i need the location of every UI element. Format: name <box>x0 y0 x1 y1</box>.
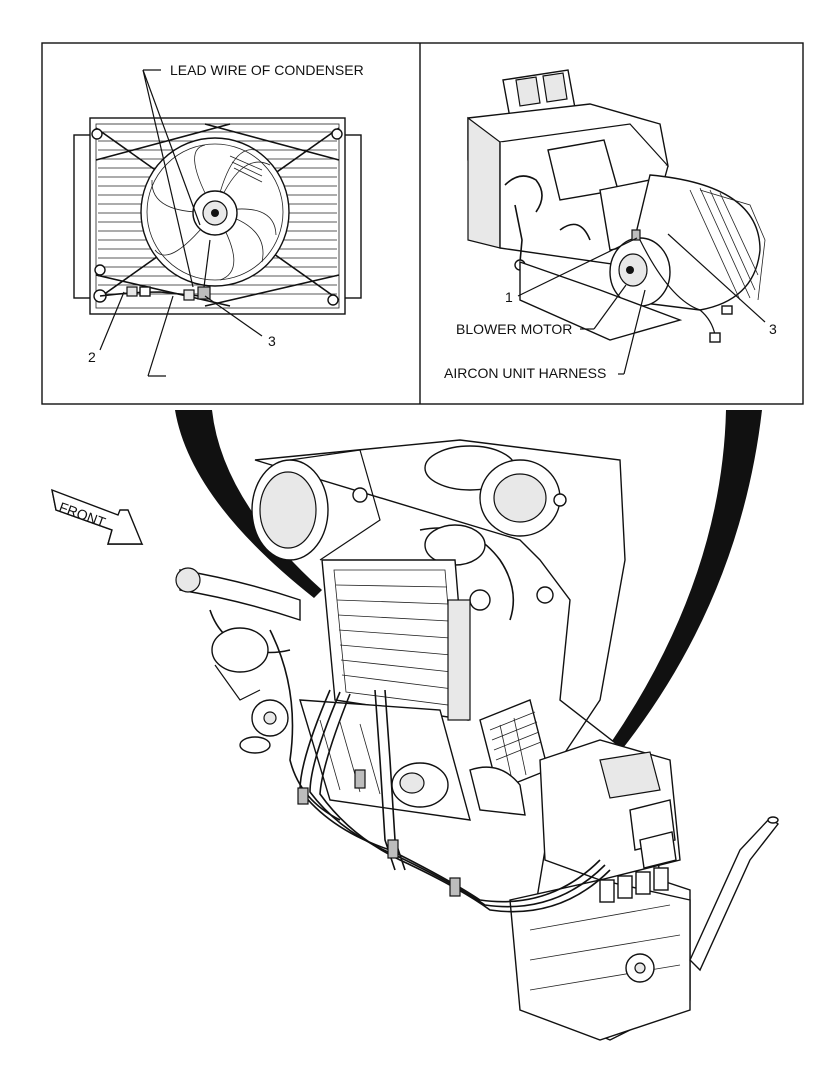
hvac-unit-illustration <box>467 69 766 343</box>
zoom-callout-wedges <box>175 410 762 752</box>
right-leader-lines <box>517 233 766 375</box>
callout-3-right: 3 <box>769 321 777 337</box>
callout-2-left: 2 <box>88 349 96 365</box>
callout-3-left: 3 <box>268 333 276 349</box>
engine-assembly-illustration <box>175 439 779 1041</box>
aircon-unit-harness-label: AIRCON UNIT HARNESS <box>444 365 606 381</box>
lead-wire-of-condenser-label: LEAD WIRE OF CONDENSER <box>170 62 364 78</box>
front-arrow-icon <box>51 488 144 545</box>
blower-motor-label: BLOWER MOTOR <box>456 321 572 337</box>
callout-1-right: 1 <box>505 289 513 305</box>
condenser-fan-illustration <box>73 117 362 315</box>
left-leader-lines <box>99 69 263 377</box>
